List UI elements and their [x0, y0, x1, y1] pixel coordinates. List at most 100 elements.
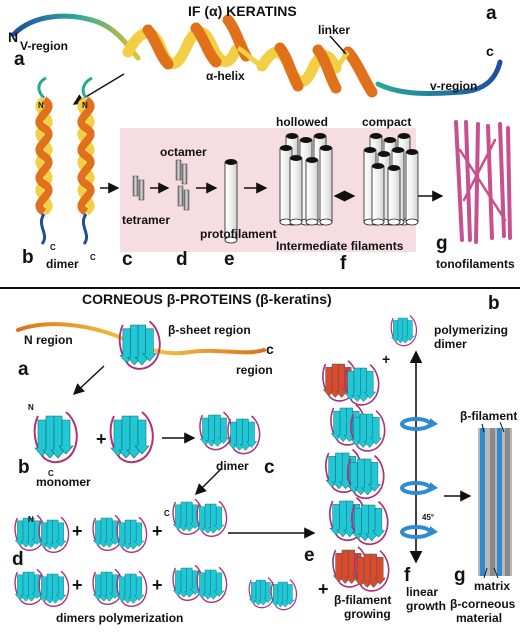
arrow-dimer-to-polymerization [195, 467, 223, 495]
dimer-n-label: N [28, 515, 34, 524]
plus-polymerizing: + [382, 351, 391, 367]
beta-filament-growing-label-1: β-filament [334, 593, 392, 607]
label-f-bottom: f [404, 565, 411, 586]
dimer-c1-label: C [50, 243, 56, 252]
linker-label: linker [318, 23, 351, 37]
polymerizing-link [360, 352, 380, 366]
plus-poly-1: + [72, 521, 83, 541]
panel-b-letter: b [488, 293, 500, 314]
alpha-helix-label: α-helix [206, 69, 245, 83]
filament-unit-red-bottom [354, 550, 390, 592]
helix-segment-1 [122, 14, 252, 70]
poly-dimer-domain-a [92, 514, 124, 552]
poly-dimer-domain-b [196, 566, 228, 604]
poly-dimer-domain-b [38, 516, 70, 554]
arrow-protein-to-monomer [72, 365, 105, 395]
tetramer-label: tetramer [122, 213, 171, 227]
compact-cylinder [371, 163, 385, 226]
growth-label: growth [406, 599, 446, 613]
monomer-label: monomer [36, 475, 91, 489]
filament-unit [350, 410, 386, 452]
matrix-label: matrix [474, 579, 511, 593]
poly-dimer-domain-a [172, 564, 204, 602]
plus-monomer: + [96, 429, 107, 449]
linear-label: linear [406, 585, 439, 599]
dimer-c2-label: C [90, 253, 96, 262]
dimer-domain-b [227, 415, 261, 455]
label-d-top: d [176, 249, 188, 270]
region-label: region [236, 363, 273, 377]
protofilament-label: protofilament [200, 227, 277, 241]
compact-cylinder [405, 149, 419, 226]
coiled-coil-dimer [35, 76, 95, 245]
protofilament-cylinder [224, 159, 238, 244]
label-c-bottom: c [264, 457, 275, 478]
poly-dimer-domain-b [196, 500, 228, 538]
filament-unit [344, 364, 380, 406]
monomer-domain [109, 411, 154, 464]
hollowed-cylinder [279, 145, 293, 226]
beta-filament-growing-shape [322, 315, 418, 592]
label-d-bottom: d [12, 549, 24, 570]
corneous-label-1: β-corneous [450, 597, 516, 611]
monomer-domain [33, 411, 78, 464]
label-b-bottom: b [18, 457, 30, 478]
dimer-shape [199, 411, 261, 455]
panel-a-title: IF (α) KERATINS [188, 3, 297, 19]
v-region-left-label: V-region [20, 39, 69, 53]
alpha-keratin-chain [11, 13, 503, 98]
dimer-bottom-label: dimer [216, 459, 249, 473]
hollowed-cylinder [305, 157, 319, 226]
dimers-polymerization-label: dimers polymerization [56, 611, 184, 625]
linker-pointer [329, 35, 347, 55]
poly-dimer-domain-b [38, 570, 70, 608]
panel-a-letter: a [486, 3, 497, 24]
label-c-top: c [122, 249, 133, 270]
corneous-label-2: material [456, 611, 503, 625]
label-g-bottom: g [454, 565, 466, 586]
octamer-shape [175, 159, 190, 211]
label-a-bottom: a [18, 359, 29, 380]
compact-label: compact [362, 115, 412, 129]
growth-spiral-arrowheads [430, 418, 438, 536]
compact-cylinder [387, 165, 401, 226]
dimer-n1-label: N [38, 101, 44, 110]
poly-dimer-domain-b [116, 570, 148, 608]
corneous-material-shape [478, 421, 512, 579]
n-region-label: N region [24, 333, 73, 347]
label-b-top: b [22, 247, 34, 268]
poly-dimer-domain-a [172, 498, 204, 536]
beta-sheet-domain-top [118, 320, 161, 370]
n-terminus-label: N [8, 29, 19, 45]
monomer-c-label: C [48, 469, 54, 478]
free-dimer-domain-b [270, 579, 298, 611]
filament-unit [350, 500, 389, 546]
octamer-label: octamer [160, 145, 207, 159]
tonofilaments-label: tonofilaments [436, 257, 515, 271]
dimer-domain-a [199, 411, 233, 451]
label-f-top: f [340, 253, 347, 274]
intermediate-filaments-label: Intermediate filaments [276, 239, 404, 253]
beta-sheet-domain [118, 320, 161, 370]
helix-segment-2 [256, 42, 378, 98]
v-region-right-label: v-region [430, 79, 478, 93]
hollowed-cylinder [319, 145, 333, 226]
plus-poly-3: + [72, 575, 83, 595]
dimers-polymerization-group [14, 498, 298, 611]
monomer-n-label: N [28, 403, 34, 412]
label-a1: a [14, 49, 25, 70]
hollowed-label: hollowed [276, 115, 328, 129]
filament-unit-red-bottom [332, 546, 368, 588]
angle-label: 45° [422, 513, 435, 522]
plus-poly-4: + [152, 575, 163, 595]
poly-dimer-domain-a [92, 568, 124, 606]
hollowed-cylinder [289, 155, 303, 226]
beta-filament-growing-label-2: growing [344, 607, 391, 621]
c-terminus-label: c [486, 43, 494, 59]
filament-unit [346, 454, 385, 500]
plus-filament: + [318, 579, 329, 599]
tonofilaments-shape [454, 120, 512, 244]
label-e-bottom: e [304, 545, 315, 566]
compact-filament-bundle [363, 133, 419, 226]
